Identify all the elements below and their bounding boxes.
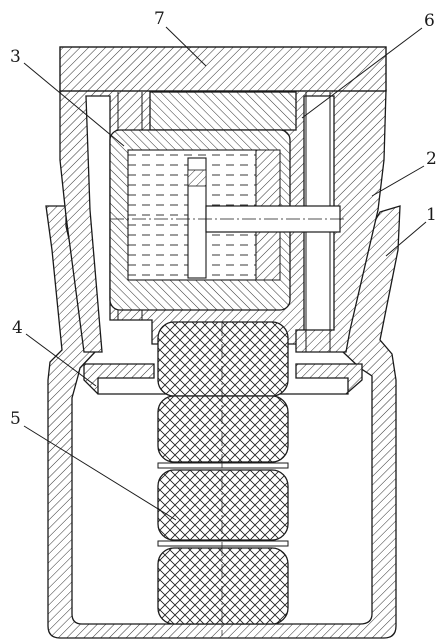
callout-2: 2 bbox=[426, 149, 437, 169]
callout-5: 5 bbox=[10, 409, 21, 429]
leader-line-2 bbox=[371, 165, 425, 197]
callout-1: 1 bbox=[426, 205, 437, 225]
capsule-part-3 bbox=[109, 129, 346, 311]
leader-line-1 bbox=[385, 221, 427, 257]
top-cap-part-7 bbox=[59, 46, 387, 92]
cartridge-stack-part-5 bbox=[157, 321, 289, 636]
leader-line-4 bbox=[25, 333, 97, 387]
leader-line-3 bbox=[23, 62, 125, 147]
leader-line-6 bbox=[301, 27, 423, 119]
plate-part-6 bbox=[117, 91, 331, 352]
leader-lines bbox=[23, 26, 427, 521]
callout-6: 6 bbox=[424, 11, 435, 31]
leader-line-7 bbox=[165, 26, 207, 67]
leader-line-5 bbox=[23, 425, 177, 521]
callout-3: 3 bbox=[10, 47, 21, 67]
callout-7: 7 bbox=[154, 9, 165, 29]
callout-4: 4 bbox=[12, 318, 23, 338]
